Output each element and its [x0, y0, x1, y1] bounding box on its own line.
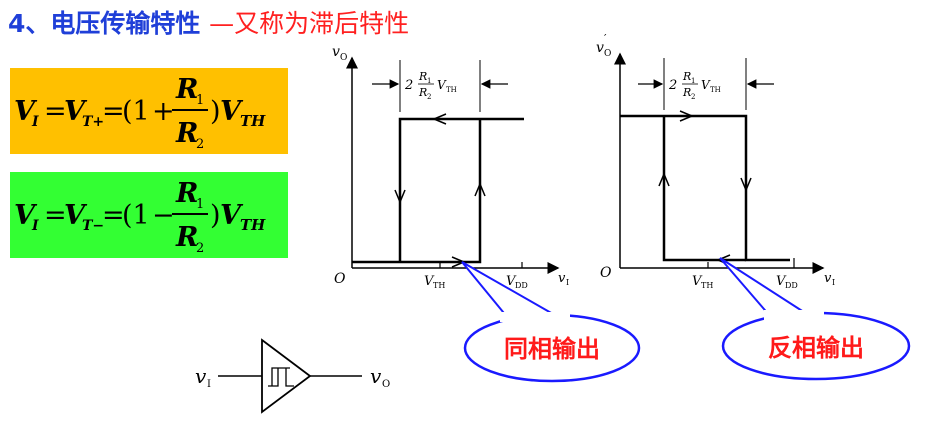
right-dim-den: R	[682, 86, 691, 99]
left-origin: O	[334, 271, 346, 287]
eq2-lhs: V	[14, 200, 38, 231]
eq1-num: R	[175, 74, 198, 105]
left-y-sub: O	[340, 53, 347, 63]
eq1-op: +	[152, 96, 175, 127]
eq1-equals2: =	[102, 96, 125, 127]
left-vdd-sub: DD	[515, 281, 528, 290]
callout-noninverting: 同相输出	[461, 261, 641, 383]
callout-right-text: 反相输出	[768, 334, 864, 362]
right-arrow-top	[679, 110, 694, 122]
eq1-paren-open: (1	[122, 96, 150, 127]
title-main: 电压传输特性	[50, 9, 201, 38]
left-arrow-up	[474, 182, 486, 197]
hysteresis-icon	[268, 367, 294, 387]
eq1-rhs: V	[220, 96, 244, 127]
eq1-den: R	[175, 118, 198, 149]
left-dim-den: R	[418, 86, 427, 99]
right-loop-fall	[620, 114, 790, 262]
title-separator: 、	[25, 9, 51, 38]
left-arrow-top	[432, 113, 447, 125]
right-dim-v-sub: TH	[710, 86, 721, 94]
eq2-lhs-sub: I	[31, 218, 39, 234]
right-dim-v: V	[701, 78, 711, 92]
eq2-den-sub: 2	[196, 241, 204, 256]
left-vth-sub: TH	[433, 281, 445, 290]
eq1-equals: =	[44, 96, 67, 127]
right-dim-num-sub: 1	[691, 77, 695, 85]
eq2-num: R	[175, 178, 198, 209]
left-dim-den-sub: 2	[427, 93, 431, 101]
eq2-equals2: =	[102, 200, 125, 231]
eq1-rhs-sub: TH	[240, 112, 266, 130]
callout-right-pointer	[719, 257, 811, 317]
callout-left-text: 同相输出	[504, 335, 600, 363]
right-arrow-down	[740, 177, 752, 192]
right-vdd-sub: DD	[785, 281, 798, 290]
left-dim-coef: 2	[404, 78, 413, 93]
left-x-label: v	[558, 271, 566, 286]
eq2-paren-close: )	[210, 200, 221, 231]
right-x-label: v	[824, 271, 832, 286]
symbol-output-label: v	[370, 364, 382, 388]
eq2-rhs: V	[220, 200, 244, 231]
eq2-num-sub: 1	[196, 197, 204, 212]
symbol-output-sub: O	[382, 379, 390, 390]
left-dim-v: V	[437, 78, 447, 92]
title-subtitle: —又称为滞后特性	[209, 9, 410, 38]
eq1-mid-sub: T+	[82, 114, 104, 130]
left-dim-num: R	[418, 70, 427, 83]
eq2-equals: =	[44, 200, 67, 231]
left-loop-fall	[398, 117, 524, 262]
eq1-lhs: V	[14, 96, 38, 127]
left-loop-rise	[352, 119, 482, 264]
equation-upper-threshold: V I = V T+ = (1 + R 1 R 2 ) V TH	[10, 68, 288, 154]
right-dim-coef: 2	[668, 78, 677, 93]
schmitt-trigger-symbol: v I v O	[195, 338, 390, 414]
callout-left-pointer	[461, 261, 561, 319]
right-loop-rise	[662, 116, 746, 262]
eq2-paren-open: (1	[122, 200, 150, 231]
left-vth-label: V	[424, 274, 435, 289]
equation-upper-svg: V I = V T+ = (1 + R 1 R 2 ) V TH	[14, 74, 266, 152]
left-arrow-down	[394, 189, 406, 204]
right-origin: O	[600, 265, 612, 281]
eq2-mid: V	[64, 200, 88, 231]
right-arrow-up	[658, 172, 670, 187]
left-dim-num-sub: 1	[427, 77, 431, 85]
eq2-den: R	[175, 222, 198, 253]
eq1-lhs-sub: I	[31, 114, 39, 130]
left-x-sub: I	[566, 278, 569, 287]
left-dim-v-sub: TH	[446, 86, 457, 94]
callout-inverting: 反相输出	[719, 257, 911, 381]
graph-noninverting: v O O V TH V DD v I 2 R 1 R 2 V TH	[332, 44, 569, 290]
left-y-label: v	[332, 44, 340, 60]
graph-inverting: v ′ O O V TH V DD v I 2 R 1 R 2 V TH	[596, 32, 835, 290]
right-y-prime: ′	[604, 32, 607, 45]
eq1-den-sub: 2	[196, 137, 204, 152]
eq2-op: −	[152, 200, 175, 231]
title-number: 4	[8, 9, 26, 38]
right-dim-den-sub: 2	[691, 93, 695, 101]
callout-right-gap	[764, 310, 824, 320]
eq2-mid-sub: T−	[82, 218, 104, 234]
right-dim-num: R	[682, 70, 691, 83]
eq1-mid: V	[64, 96, 88, 127]
right-vth-label: V	[692, 274, 703, 289]
callout-left-gap	[500, 312, 570, 322]
equation-lower-threshold: V I = V T− = (1 − R 1 R 2 ) V TH	[10, 172, 288, 258]
right-y-label: v	[596, 40, 604, 56]
equation-lower-svg: V I = V T− = (1 − R 1 R 2 ) V TH	[14, 178, 266, 256]
eq1-paren-close: )	[210, 96, 221, 127]
eq2-rhs-sub: TH	[240, 216, 266, 234]
slide-title: 4、电压传输特性 —又称为滞后特性	[8, 4, 409, 40]
symbol-input-sub: I	[207, 379, 211, 390]
right-y-sub: O	[604, 49, 611, 59]
right-vth-sub: TH	[701, 281, 713, 290]
symbol-input-label: v	[195, 364, 207, 388]
left-vdd-label: V	[506, 274, 517, 289]
eq1-num-sub: 1	[196, 93, 204, 108]
right-vdd-label: V	[776, 274, 787, 289]
right-x-sub: I	[832, 278, 835, 287]
